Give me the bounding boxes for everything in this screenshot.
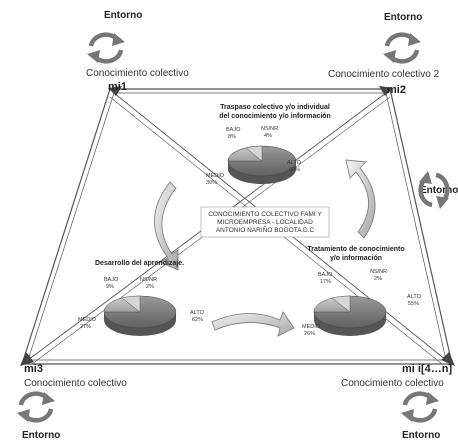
stage-top-title-2: del conocimiento y/o información [219, 113, 331, 120]
stage-right-title-2: y/o información [330, 255, 382, 262]
slice-label-right-alto: ALTO [407, 294, 422, 300]
slice-value-right-nsnr: 2% [374, 276, 382, 282]
slice-value-right-bajo: 17% [320, 279, 331, 285]
slice-value-left-alto: 62% [192, 317, 203, 323]
entorno-label-right: Entorno [420, 185, 458, 196]
stage-left-title: Desarrollo del aprendizaje. [95, 260, 184, 267]
center-box [200, 206, 330, 238]
slice-label-left-alto: ALTO [190, 310, 205, 316]
conocimiento-label-bottom-right: Conocimiento colectivo [341, 378, 444, 389]
curved-arrow-bottom [211, 311, 295, 337]
mi1-label: mi1 [108, 81, 127, 93]
pie-slice-right-small [331, 295, 351, 313]
cycle-arrows-icon [87, 32, 125, 64]
mi-n-label: mi i[4…n] [402, 363, 452, 375]
cycle-arrows-icon [401, 391, 439, 423]
slice-label-right-bajo: BAJO [318, 272, 333, 278]
slice-value-left-nsnr: 2% [146, 284, 154, 290]
slice-value-top-medio: 30% [206, 180, 217, 186]
entorno-label-top-left: Entorno [104, 10, 142, 21]
cycle-arrows-icon [383, 32, 421, 64]
slice-value-right-alto: 55% [408, 301, 419, 307]
entorno-label-bottom-left: Entorno [22, 430, 60, 441]
arrowhead-bottom-left [20, 352, 34, 366]
slice-label-left-bajo: BAJO [104, 277, 119, 283]
pie-slice-top-small [245, 145, 263, 162]
stage-right-title-1: Tratamiento de conocimiento [307, 246, 404, 253]
cycle-arrows-icon [17, 391, 55, 423]
stage-top: Traspaso colectivo y/o individual del co… [206, 104, 331, 186]
slice-label-right-nsnr: NS/NR [370, 269, 387, 275]
slice-label-left-nsnr: NS/NR [140, 277, 157, 283]
conocimiento-label-bottom-left: Conocimiento colectivo [24, 378, 127, 389]
slice-value-top-bajo: 8% [228, 134, 236, 140]
stage-right: Tratamiento de conocimiento y/o informac… [302, 246, 422, 337]
slice-value-top-nsnr: 4% [264, 133, 272, 139]
slice-value-left-bajo: 9% [106, 284, 114, 290]
mi2-label: mi2 [387, 84, 406, 96]
slice-value-right-medio: 26% [304, 331, 315, 337]
center-box-line-1: CONOCIMIENTO COLECTIVO FAMI Y [208, 211, 322, 218]
conocimiento-label-top-left: Conocimiento colectivo [86, 68, 189, 79]
pie-slice-left-small [121, 295, 141, 313]
cycle-arrows-icon [418, 171, 450, 209]
slice-label-top-alto: ALTO [287, 160, 302, 166]
curved-arrow-left [154, 181, 179, 271]
entorno-label-top-right: Entorno [384, 12, 422, 23]
arrowhead-top-left [108, 86, 122, 96]
conocimiento-label-top-right: Conocimiento colectivo 2 [328, 69, 440, 80]
entorno-label-bottom-right: Entorno [402, 430, 440, 441]
slice-label-top-bajo: BAJO [226, 127, 241, 133]
slice-label-right-medio: MEDIO [302, 324, 321, 330]
center-box-line-2: MICROEMPRESA - LOCALIDAD [217, 219, 313, 226]
arrowhead-bottom-right [441, 352, 455, 366]
slice-label-top-nsnr: NS/NR [261, 126, 278, 132]
stage-left: Desarrollo del aprendizaje. BAJO 9% NS/N… [78, 260, 205, 336]
stage-top-title-1: Traspaso colectivo y/o individual [220, 104, 330, 111]
slice-label-top-medio: MEDIO [206, 173, 225, 179]
slice-value-left-medio: 27% [80, 324, 91, 330]
curved-arrow-right [345, 159, 376, 239]
center-box-line-3: ANTONIO NARIÑO BOGOTA D.C [216, 225, 315, 234]
mi3-label: mi3 [24, 363, 43, 375]
arrowhead-top-right [379, 86, 393, 96]
slice-value-top-alto: 60% [289, 167, 300, 173]
slice-label-left-medio: MEDIO [78, 317, 97, 323]
